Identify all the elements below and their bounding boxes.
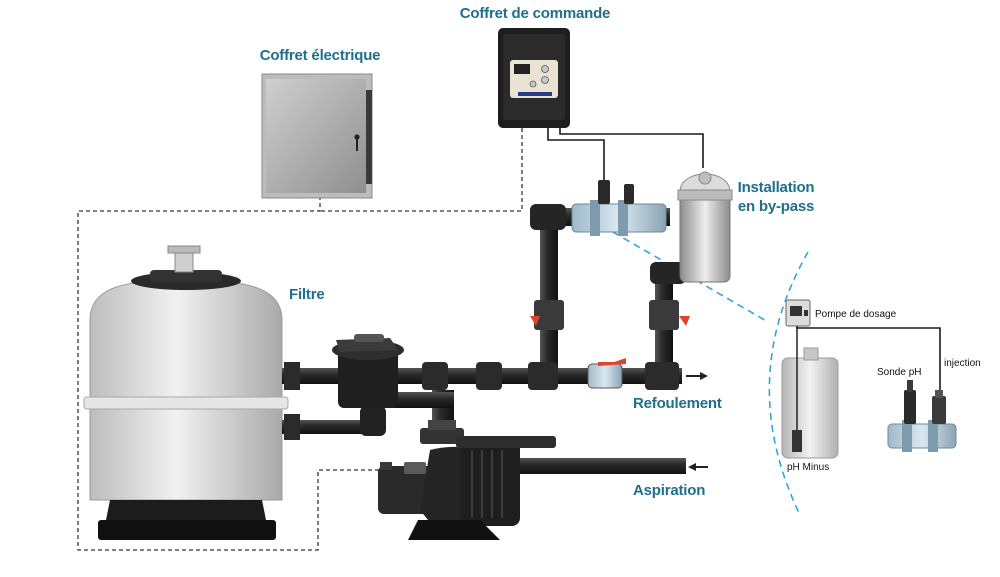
label-injection: injection [944,358,981,369]
wire-control-box-to-electric-box [320,128,523,212]
label-control-box: Coffret de commande [459,5,611,22]
electric-box-handle [356,137,358,151]
control-button [541,76,549,84]
wire-electric-box-to-pump [77,196,390,551]
control-display [514,64,530,74]
cable-to-cell [559,128,704,168]
label-electric-box: Coffret électrique [259,47,381,64]
control-brand-strip [518,92,552,96]
label-dosing-pump: Pompe de dosage [815,309,897,320]
dosing-pump [785,299,811,327]
label-bypass-line1: Installation [737,179,815,196]
pipework [282,204,708,474]
probe-manifold [887,380,957,452]
label-refoulement: Refoulement [633,395,722,412]
ph-minus-canister [781,326,839,459]
multiport-valve [332,334,404,408]
control-cables [547,128,941,398]
electric-box [261,73,373,199]
pool-pump [378,420,556,540]
bypass-arc [768,251,809,516]
bypass-cell [571,171,733,283]
label-bypass-installation: Installation en by-pass [726,178,826,216]
label-filter: Filtre [289,286,325,303]
label-bypass-line2: en by-pass [737,198,815,215]
electrical-wiring [77,128,523,551]
ph-probe [904,390,916,424]
label-ph-probe: Sonde pH [877,367,922,378]
control-box [498,28,570,128]
cable-to-probe [547,128,605,182]
control-button [541,65,549,73]
injection-valve [932,396,946,424]
label-aspiration: Aspiration [633,482,706,499]
sand-filter [83,245,289,540]
ph-probe-on-line [598,180,610,204]
control-button [529,80,537,88]
label-ph-minus: pH Minus [787,462,830,473]
